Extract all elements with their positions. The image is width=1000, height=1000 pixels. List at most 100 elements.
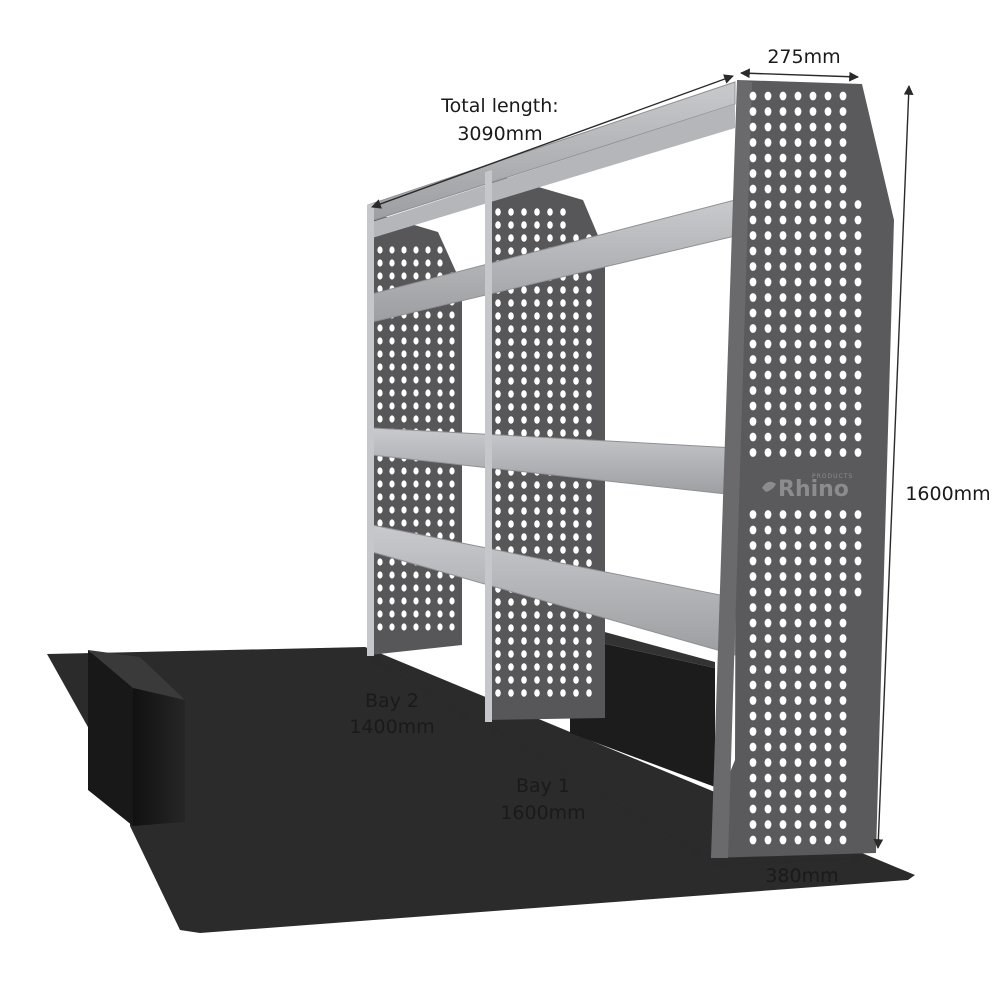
perforation-hole (573, 416, 579, 424)
perforation-hole (794, 169, 802, 178)
perforation-hole (425, 623, 431, 631)
perforation-hole (425, 506, 431, 514)
perforation-hole (764, 262, 772, 271)
perforation-hole (495, 403, 501, 411)
perforation-hole (839, 556, 847, 566)
perforation-hole (854, 556, 862, 566)
perforation-hole (764, 804, 772, 814)
perforation-hole (508, 533, 514, 541)
perforation-hole (389, 389, 395, 397)
perforation-hole (764, 246, 772, 256)
perforation-hole (586, 299, 592, 307)
perforation-hole (521, 650, 527, 658)
perforation-hole (809, 541, 817, 550)
perforation-hole (547, 286, 553, 294)
perforation-hole (764, 153, 772, 163)
perforation-hole (839, 665, 847, 674)
perforation-hole (809, 293, 817, 302)
perforation-hole (495, 221, 501, 229)
perforation-hole (413, 272, 419, 280)
perforation-hole (560, 624, 566, 632)
perforation-hole (437, 610, 443, 618)
perforation-hole (586, 312, 592, 320)
perforation-hole (389, 597, 395, 605)
perforation-hole (547, 533, 553, 541)
perforation-hole (547, 494, 553, 502)
perforation-hole (764, 587, 772, 597)
perforation-hole (377, 324, 383, 332)
perforation-hole (401, 415, 407, 423)
perforation-hole (809, 277, 817, 287)
perforation-hole (809, 510, 817, 519)
perforation-hole (449, 389, 455, 397)
height-label: 1600mm (905, 483, 990, 505)
perforation-hole (839, 107, 847, 116)
perforation-hole (495, 650, 501, 658)
perforation-hole (437, 246, 443, 254)
perforation-hole (560, 325, 566, 333)
perforation-hole (794, 634, 802, 643)
perforation-hole (425, 272, 431, 280)
perforation-hole (794, 789, 802, 798)
perforation-hole (413, 246, 419, 254)
perforation-hole (794, 293, 802, 302)
perforation-hole (824, 835, 832, 845)
perforation-hole (377, 506, 383, 514)
perforation-hole (508, 247, 514, 255)
perforation-hole (779, 820, 787, 829)
perforation-hole (586, 637, 592, 645)
perforation-hole (779, 758, 787, 767)
perforation-hole (839, 138, 847, 147)
perforation-hole (824, 370, 832, 380)
perforation-hole (794, 572, 802, 581)
perforation-hole (764, 820, 772, 829)
perforation-hole (809, 696, 817, 705)
perforation-hole (413, 506, 419, 514)
perforation-hole (779, 355, 787, 364)
perforation-hole (495, 338, 501, 346)
perforation-hole (794, 355, 802, 364)
perforation-hole (824, 448, 832, 457)
perforation-hole (779, 401, 787, 411)
perforation-hole (794, 138, 802, 147)
perforation-hole (809, 649, 817, 659)
perforation-hole (534, 676, 540, 684)
perforation-hole (794, 711, 802, 721)
perforation-hole (495, 598, 501, 606)
perforation-hole (749, 386, 757, 395)
perforation-hole (839, 696, 847, 705)
perforation-hole (764, 773, 772, 783)
perforation-hole (809, 386, 817, 395)
perforation-hole (809, 773, 817, 783)
perforation-hole (809, 339, 817, 349)
perforation-hole (521, 364, 527, 372)
perforation-hole (547, 689, 553, 697)
perforation-hole (413, 259, 419, 267)
perforation-hole (854, 262, 862, 271)
perforation-hole (749, 665, 757, 674)
perforation-hole (779, 696, 787, 705)
perforation-hole (560, 312, 566, 320)
perforation-hole (508, 624, 514, 632)
perforation-hole (389, 402, 395, 410)
perforation-hole (749, 293, 757, 302)
perforation-hole (839, 742, 847, 752)
perforation-hole (413, 623, 419, 631)
perforation-hole (534, 624, 540, 632)
perforation-hole (401, 337, 407, 345)
perforation-hole (425, 467, 431, 475)
bottom-depth-dimension-line (714, 853, 863, 870)
perforation-hole (749, 215, 757, 225)
perforation-hole (573, 364, 579, 372)
perforation-hole (764, 835, 772, 845)
perforation-hole (521, 221, 527, 229)
perforation-hole (779, 727, 787, 736)
perforation-hole (401, 571, 407, 579)
perforation-hole (377, 350, 383, 358)
perforation-hole (824, 789, 832, 798)
perforation-hole (521, 533, 527, 541)
perforation-hole (764, 231, 772, 240)
perforation-hole (824, 572, 832, 581)
perforation-hole (495, 611, 501, 619)
